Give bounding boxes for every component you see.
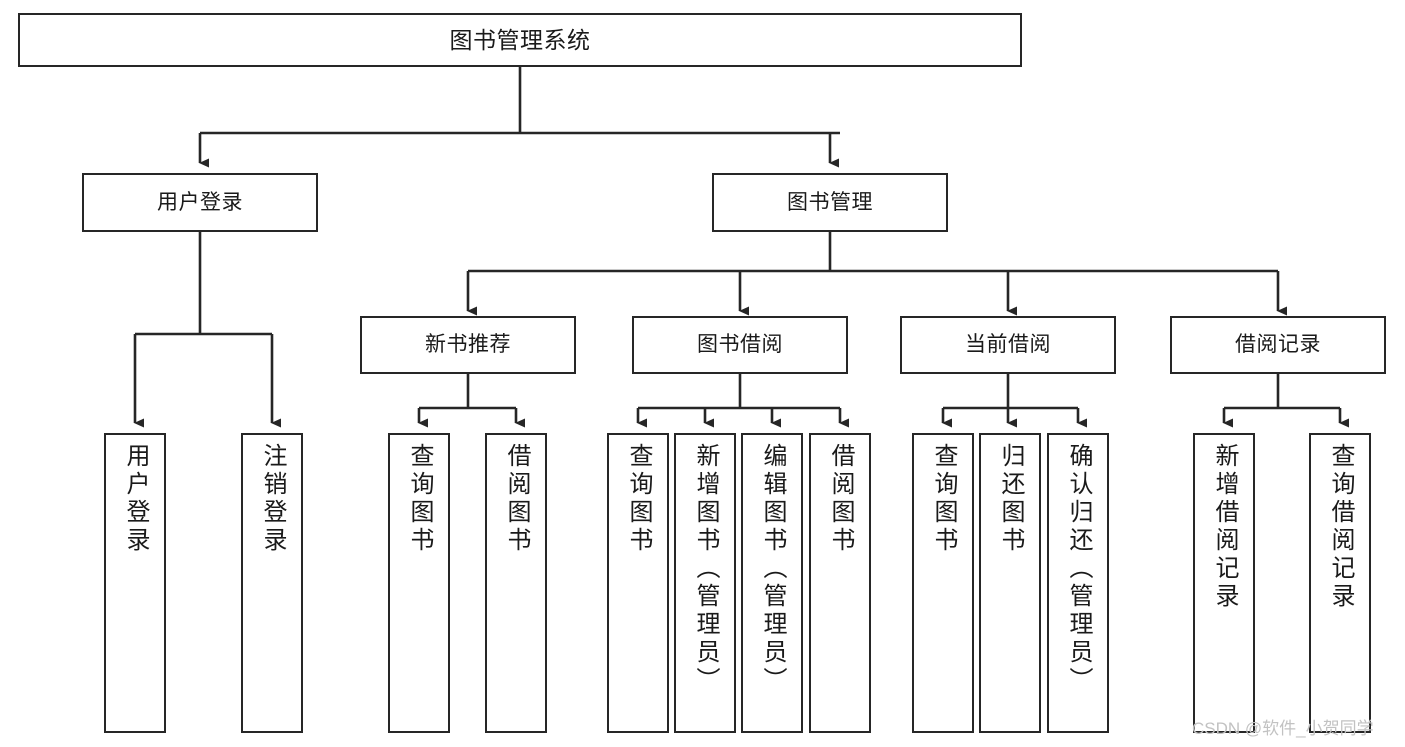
- node-label: 查询图书: [625, 443, 652, 555]
- node-label: 图书管理: [787, 190, 873, 214]
- node-leaf-confirm-return[interactable]: 确认归还（管理员）: [1047, 433, 1109, 733]
- node-leaf-add-record[interactable]: 新增借阅记录: [1193, 433, 1255, 733]
- node-label: 归还图书: [997, 443, 1024, 555]
- node-label: 用户登录: [157, 190, 243, 214]
- node-label: 图书管理系统: [449, 26, 591, 53]
- node-label: 图书借阅: [697, 333, 783, 357]
- node-new-book-recommend[interactable]: 新书推荐: [360, 316, 576, 374]
- node-leaf-return-book[interactable]: 归还图书: [979, 433, 1041, 733]
- node-label: 借阅图书: [503, 443, 530, 555]
- node-leaf-borrow-book-2[interactable]: 借阅图书: [809, 433, 871, 733]
- node-book-management[interactable]: 图书管理: [712, 173, 948, 232]
- node-label: 查询图书: [406, 443, 433, 555]
- node-leaf-add-book[interactable]: 新增图书（管理员）: [674, 433, 736, 733]
- node-leaf-logout-login[interactable]: 注销登录: [241, 433, 303, 733]
- node-label: 新增图书（管理员）: [692, 443, 719, 695]
- node-leaf-user-login[interactable]: 用户登录: [104, 433, 166, 733]
- node-leaf-edit-book[interactable]: 编辑图书（管理员）: [741, 433, 803, 733]
- node-leaf-query-record[interactable]: 查询借阅记录: [1309, 433, 1371, 733]
- node-root-book-management-system[interactable]: 图书管理系统: [18, 13, 1022, 67]
- node-book-borrow[interactable]: 图书借阅: [632, 316, 848, 374]
- node-leaf-query-book-1[interactable]: 查询图书: [388, 433, 450, 733]
- node-label: 编辑图书（管理员）: [759, 443, 786, 695]
- node-label: 新书推荐: [425, 333, 511, 357]
- node-label: 当前借阅: [965, 333, 1051, 357]
- node-label: 借阅记录: [1235, 333, 1321, 357]
- node-label: 用户登录: [122, 443, 149, 555]
- node-label: 新增借阅记录: [1211, 443, 1238, 611]
- node-label: 注销登录: [259, 443, 286, 555]
- node-leaf-borrow-book-1[interactable]: 借阅图书: [485, 433, 547, 733]
- node-label: 查询借阅记录: [1327, 443, 1354, 611]
- node-label: 查询图书: [930, 443, 957, 555]
- node-user-login[interactable]: 用户登录: [82, 173, 318, 232]
- node-label: 确认归还（管理员）: [1065, 443, 1092, 695]
- node-leaf-query-book-2[interactable]: 查询图书: [607, 433, 669, 733]
- node-label: 借阅图书: [827, 443, 854, 555]
- csdn-watermark: CSDN @软件_小贺同学: [1192, 719, 1374, 738]
- node-current-borrow[interactable]: 当前借阅: [900, 316, 1116, 374]
- node-leaf-query-book-3[interactable]: 查询图书: [912, 433, 974, 733]
- node-borrow-record[interactable]: 借阅记录: [1170, 316, 1386, 374]
